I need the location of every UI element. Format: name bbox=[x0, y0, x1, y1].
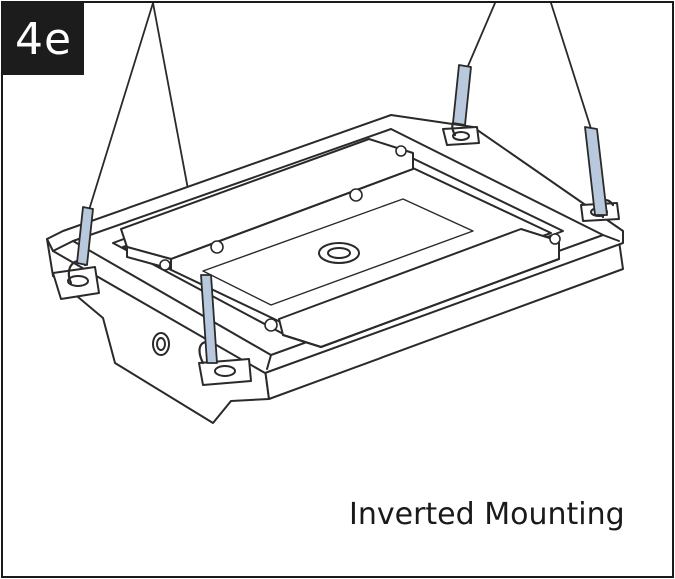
cable-sleeves bbox=[76, 64, 608, 364]
mounting-brackets bbox=[52, 126, 620, 386]
inverted-mounting-illustration bbox=[46, 3, 624, 424]
center-plate bbox=[202, 198, 474, 306]
step-badge: 4e bbox=[3, 3, 84, 75]
side-knockout bbox=[152, 332, 170, 356]
driver-module-front bbox=[278, 228, 560, 348]
diagram-caption: Inverted Mounting bbox=[349, 497, 625, 532]
bolts bbox=[159, 145, 561, 332]
